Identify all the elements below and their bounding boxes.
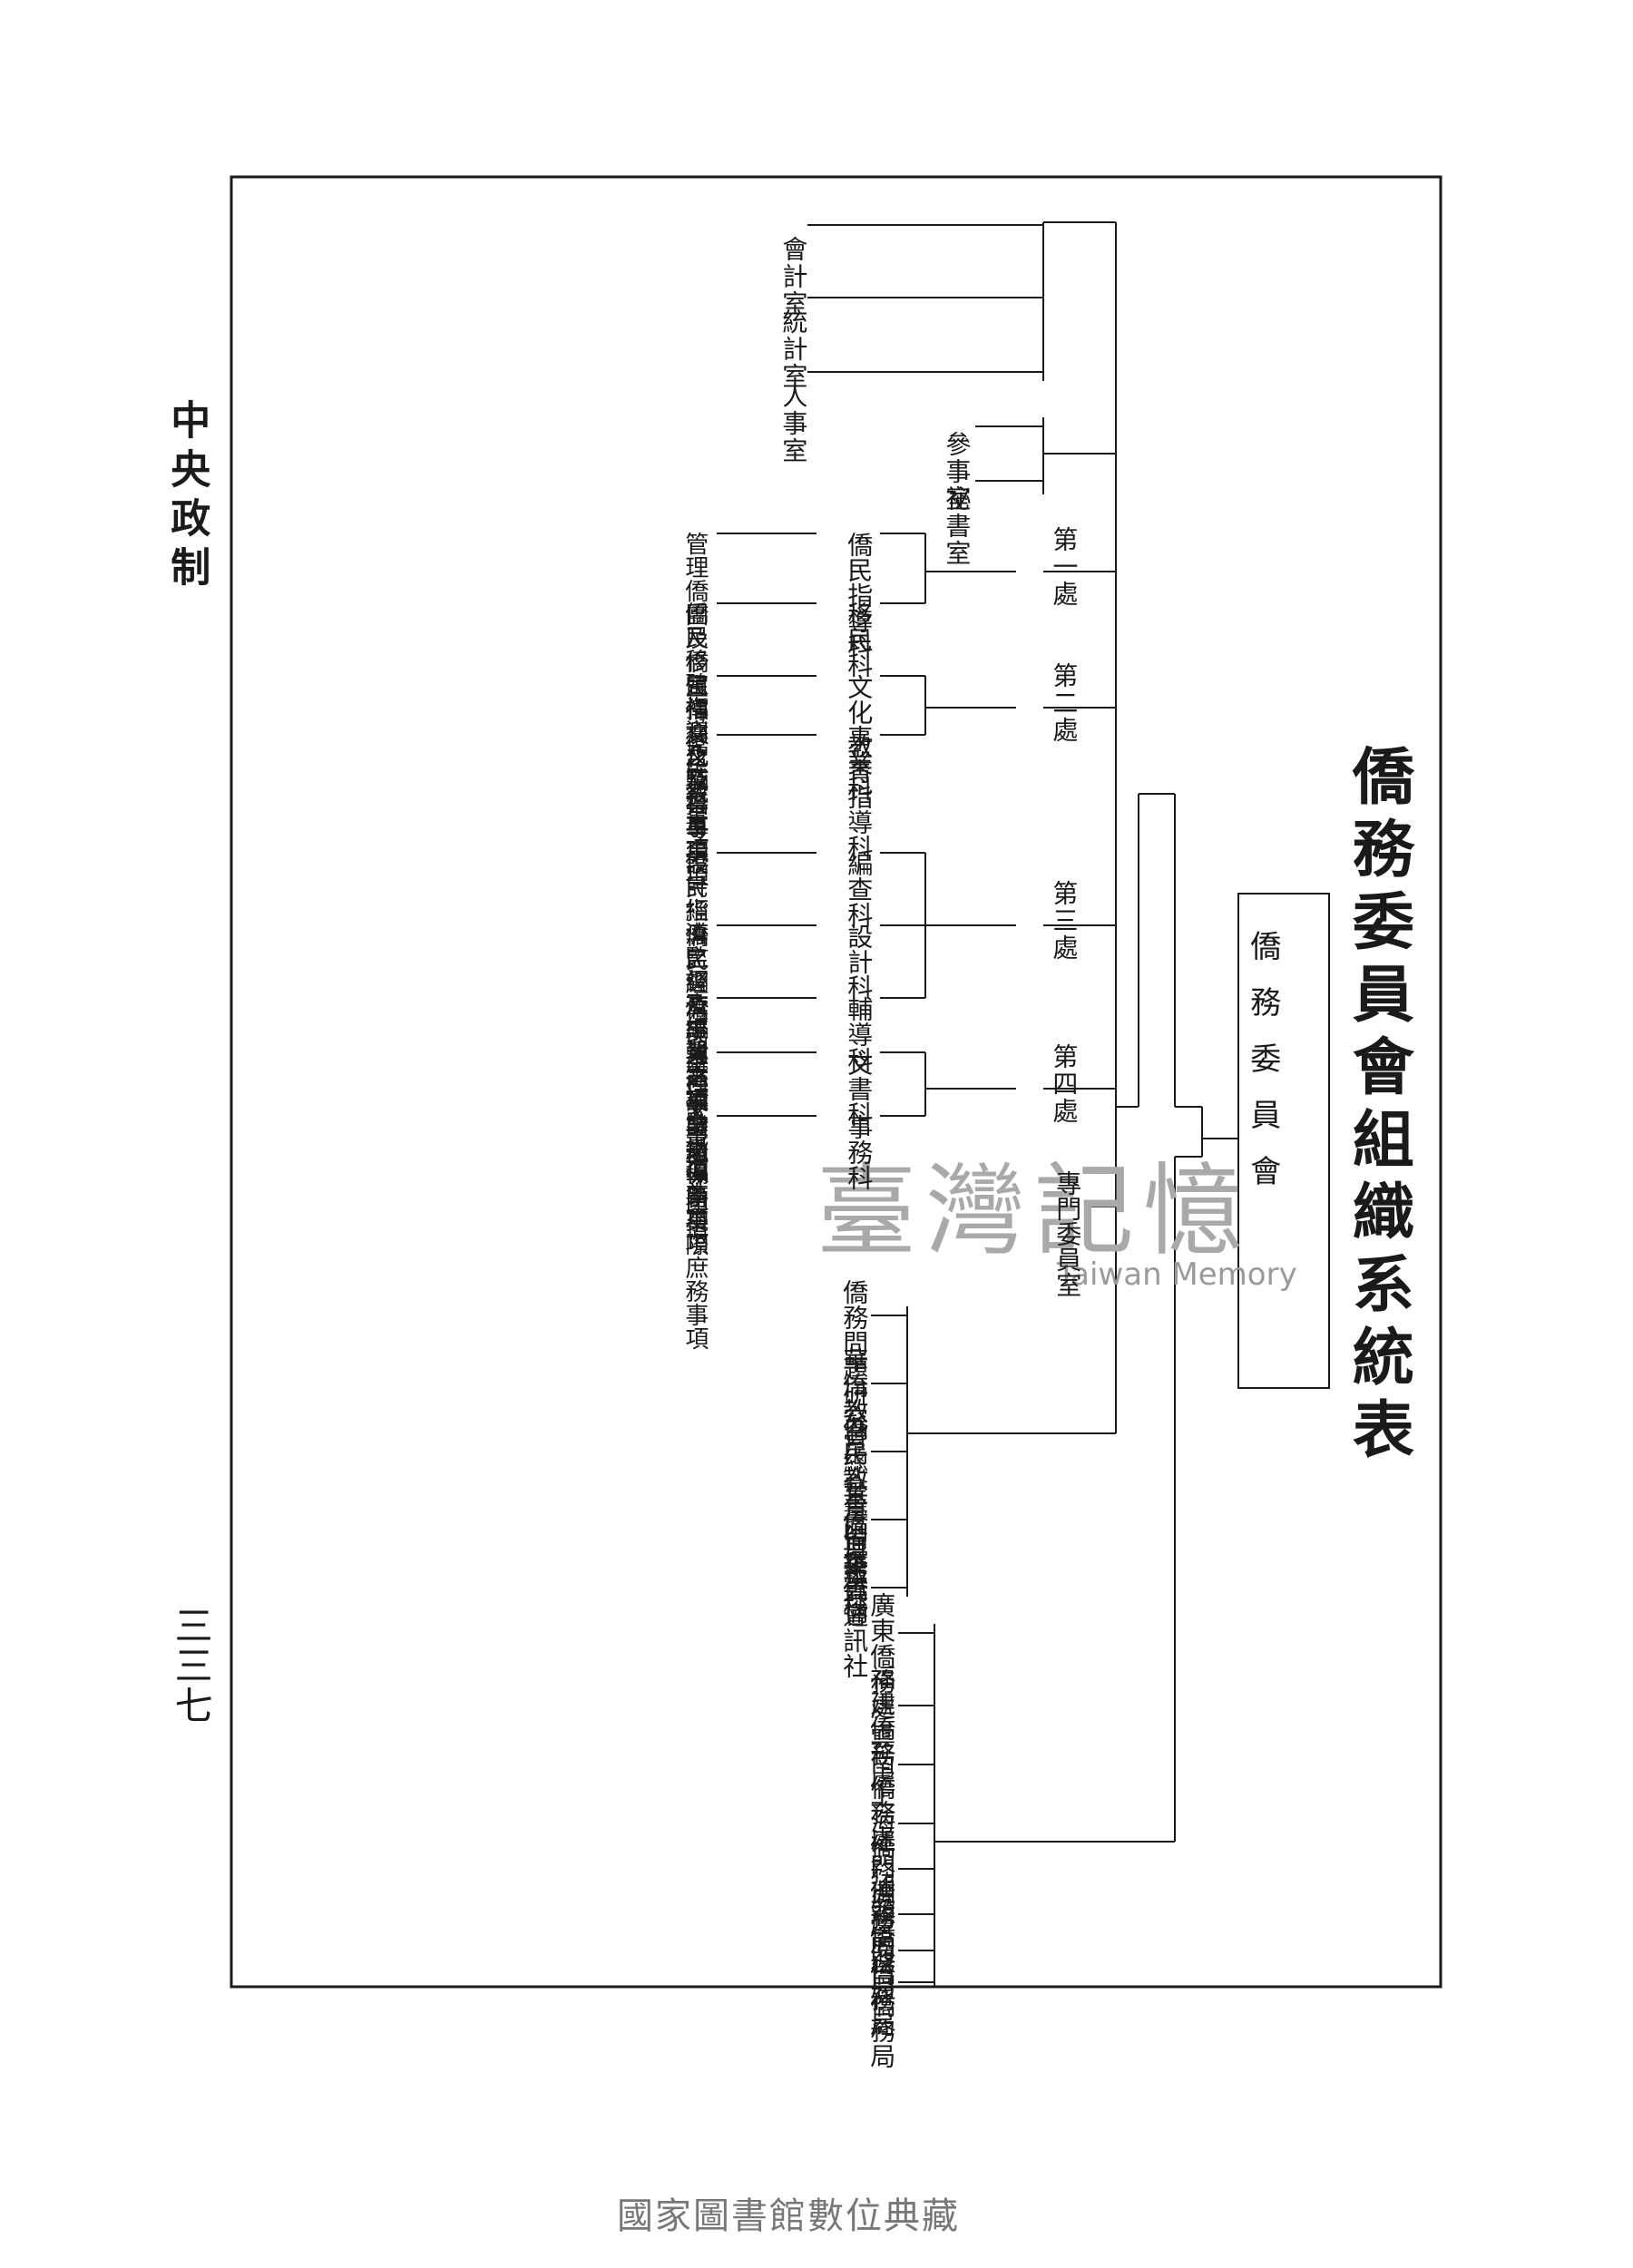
- section-duty: 僑民經濟之調查編輯事項: [680, 851, 709, 1110]
- department-box: 第三處: [1049, 880, 1080, 962]
- section-box: 僑民指導科: [844, 532, 875, 659]
- section-box: 教育指導科: [844, 733, 875, 860]
- section-duty: 處理文書典守印信: [680, 1051, 709, 1239]
- header-unit: 統計室: [778, 308, 809, 390]
- section-box: 輔導科: [844, 996, 875, 1072]
- section-box: 事務科: [844, 1114, 875, 1190]
- subsidiary-unit: 華僑通訊社: [839, 1551, 870, 1678]
- department-box: 第一處: [1049, 526, 1080, 608]
- page-number: 三三七: [169, 1606, 214, 1725]
- section-box: 編查科: [844, 851, 875, 927]
- section-box: 文書科: [844, 1051, 875, 1127]
- field-office: 上海僑務處: [866, 1783, 897, 1910]
- office-box: 參事室: [942, 431, 973, 513]
- expert-room-box: 專門委員室: [1052, 1170, 1083, 1297]
- header-unit: 會計室: [778, 236, 809, 318]
- section-duty: 僑民經濟事業之設計指導事項: [680, 924, 709, 1230]
- section-box: 移民科: [844, 601, 875, 678]
- subsidiary-unit: 華僑教育總會籌備委員會: [839, 1347, 870, 1627]
- committee-box: [1237, 893, 1330, 1389]
- header-unit: 人事室: [778, 383, 809, 464]
- section-duty: 僑民教育之設計指導監督及經費之補助事項: [680, 733, 709, 1181]
- section-duty: 僑民移殖指導及監督事項: [680, 601, 709, 861]
- section-duty: 僑民工商事業之協助事項: [680, 996, 709, 1256]
- watermark-chinese: 臺灣記憶: [816, 1153, 1252, 1269]
- subsidiary-unit: 華僑月報社: [839, 1483, 870, 1610]
- field-office: 廣東僑務處: [866, 1592, 897, 1719]
- department-box: 第二處: [1049, 662, 1080, 744]
- section-duty: 宣傳文化及指導事項: [680, 674, 709, 886]
- field-office: 汕頭僑務局: [866, 1873, 897, 2000]
- chart-title: 僑務委員會組織系統表: [1341, 744, 1414, 1470]
- side-label: 中央政制: [163, 399, 210, 595]
- section-box: 設計科: [844, 924, 875, 1000]
- subsidiary-unit: 僑民教育函授學校: [839, 1415, 870, 1618]
- department-box: 第四處: [1049, 1043, 1080, 1125]
- field-office: 廈門僑務局: [866, 1910, 897, 2037]
- section-duty: 管理僑團及僑民福利之輔導事項: [680, 532, 709, 862]
- footer-text: 國家圖書館數位典藏: [617, 2195, 960, 2237]
- watermark-english: Taiwan Memory: [1057, 1256, 1297, 1293]
- subsidiary-unit: 僑務問題研究室: [839, 1279, 870, 1457]
- field-office: 海口僑務局: [866, 1941, 897, 2068]
- committee-box-label: 僑務委員會: [1244, 930, 1281, 1211]
- section-box: 文化事業科: [844, 674, 875, 801]
- office-box: 祕書室: [942, 485, 973, 567]
- section-duty: 出納保管交際庶務事項: [680, 1114, 709, 1350]
- outer-frame: [230, 175, 1442, 1989]
- field-office: 江門僑務局: [866, 1828, 897, 1955]
- field-office: 雲南僑務處: [866, 1724, 897, 1851]
- field-office: 福建僑務處: [866, 1665, 897, 1792]
